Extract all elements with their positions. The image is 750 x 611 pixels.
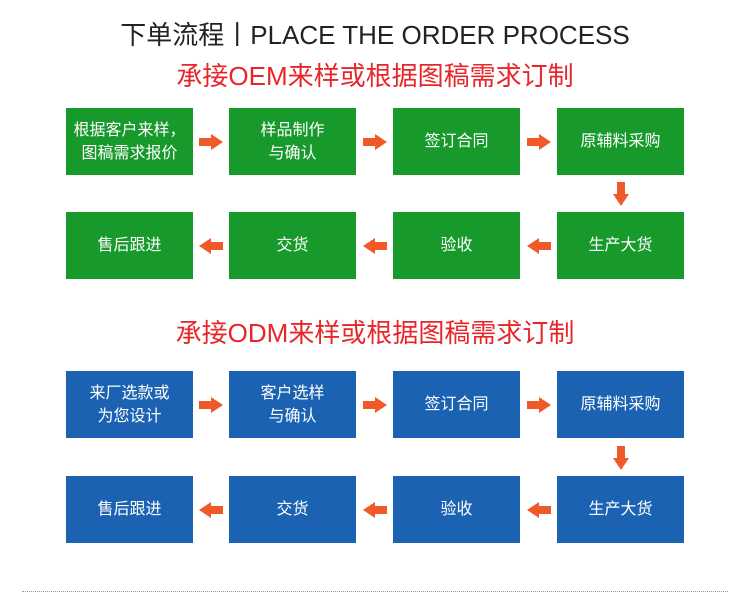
oem-step-delivery: 交货 xyxy=(229,212,356,279)
arrow-right-icon xyxy=(527,134,551,150)
step-label-line: 签订合同 xyxy=(424,133,489,150)
step-label-line: 图稿需求报价 xyxy=(81,144,178,162)
arrow-left-icon xyxy=(363,238,387,254)
oem-step-sign-contract: 签订合同 xyxy=(393,108,520,175)
step-label-line: 生产大货 xyxy=(588,501,653,518)
arrow-down-icon xyxy=(613,446,629,470)
arrow-left-icon xyxy=(527,238,551,254)
arrow-down-icon xyxy=(613,446,629,470)
odm-step-mass-production: 生产大货 xyxy=(557,476,684,543)
step-label-line: 根据客户来样， xyxy=(73,121,186,139)
arrow-right-icon xyxy=(199,397,223,413)
arrow-right-icon xyxy=(363,397,387,413)
odm-step-select-or-design: 来厂选款或 为您设计 xyxy=(66,371,193,438)
arrow-left-icon xyxy=(199,238,223,254)
arrow-left-icon xyxy=(527,502,551,518)
arrow-left-icon xyxy=(363,502,387,518)
step-label-line: 样品制作 xyxy=(260,121,325,139)
arrow-down-icon xyxy=(613,182,629,206)
page-title: 下单流程丨PLACE THE ORDER PROCESS xyxy=(120,20,630,50)
arrow-right-icon xyxy=(527,397,551,413)
odm-step-customer-sample-confirm: 客户选样 与确认 xyxy=(229,371,356,438)
step-label-line: 签订合同 xyxy=(424,396,489,413)
arrow-right-icon xyxy=(527,134,551,150)
oem-step-quote: 根据客户来样， 图稿需求报价 xyxy=(66,108,193,175)
arrow-right-icon xyxy=(199,134,223,150)
oem-step-sample-confirm: 样品制作 与确认 xyxy=(229,108,356,175)
oem-step-material-purchase: 原辅料采购 xyxy=(557,108,684,175)
arrow-right-icon xyxy=(363,134,387,150)
arrow-left-icon xyxy=(527,238,551,254)
arrow-right-icon xyxy=(199,134,223,150)
step-label-line: 原辅料采购 xyxy=(580,396,661,413)
odm-step-after-sales: 售后跟进 xyxy=(66,476,193,543)
arrow-left-icon xyxy=(363,238,387,254)
step-label-line: 验收 xyxy=(440,501,473,518)
odm-section-subtitle: 承接ODM来样或根据图稿需求订制 xyxy=(175,318,575,348)
step-label-line: 交货 xyxy=(276,237,309,254)
oem-section-subtitle: 承接OEM来样或根据图稿需求订制 xyxy=(176,61,574,91)
odm-step-material-purchase: 原辅料采购 xyxy=(557,371,684,438)
step-label-line: 交货 xyxy=(276,501,309,518)
step-label-line: 售后跟进 xyxy=(97,237,162,254)
odm-step-delivery: 交货 xyxy=(229,476,356,543)
step-label-line: 来厂选款或 xyxy=(89,384,170,402)
arrow-left-icon xyxy=(527,502,551,518)
oem-step-inspection: 验收 xyxy=(393,212,520,279)
arrow-left-icon xyxy=(199,502,223,518)
step-label-line: 为您设计 xyxy=(97,407,162,425)
step-label-line: 与确认 xyxy=(268,144,317,162)
arrow-left-icon xyxy=(363,502,387,518)
arrow-left-icon xyxy=(199,238,223,254)
arrow-down-icon xyxy=(613,182,629,206)
step-label-line: 生产大货 xyxy=(588,237,653,254)
arrow-left-icon xyxy=(199,502,223,518)
step-label-line: 原辅料采购 xyxy=(580,133,661,150)
step-label-line: 售后跟进 xyxy=(97,501,162,518)
odm-step-inspection: 验收 xyxy=(393,476,520,543)
oem-step-after-sales: 售后跟进 xyxy=(66,212,193,279)
arrow-right-icon xyxy=(527,397,551,413)
dotted-divider xyxy=(22,591,728,592)
odm-step-sign-contract: 签订合同 xyxy=(393,371,520,438)
arrow-right-icon xyxy=(199,397,223,413)
oem-step-mass-production: 生产大货 xyxy=(557,212,684,279)
step-label-line: 客户选样 xyxy=(260,384,325,402)
step-label-line: 验收 xyxy=(440,237,473,254)
arrow-right-icon xyxy=(363,397,387,413)
arrow-right-icon xyxy=(363,134,387,150)
step-label-line: 与确认 xyxy=(268,407,317,425)
